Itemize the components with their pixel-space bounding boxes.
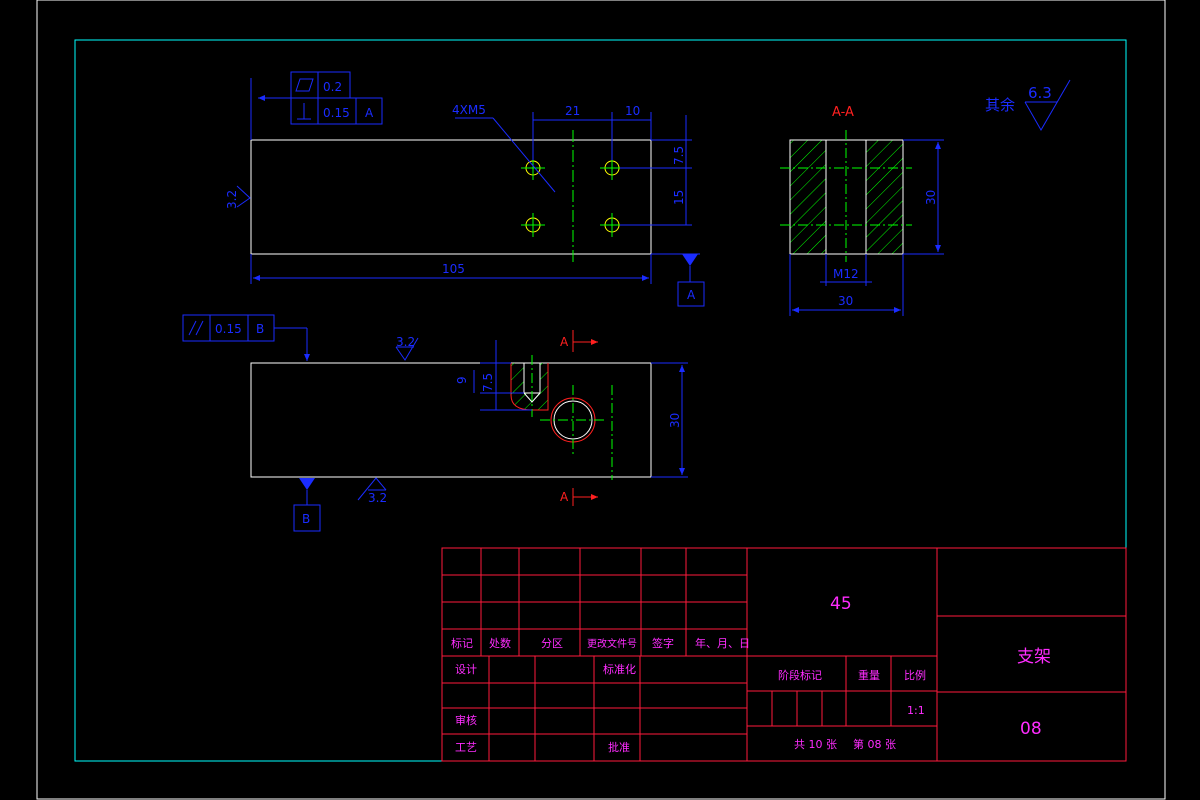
datum-a: A <box>687 288 696 302</box>
tol-parallel-value: 0.15 <box>215 322 242 336</box>
roughness-top: 3.2 <box>396 335 415 349</box>
roughness-left: 3.2 <box>225 190 239 209</box>
tb-approve: 批准 <box>608 740 630 754</box>
dim-7-5: 7.5 <box>672 146 686 165</box>
tb-standardization: 标准化 <box>603 662 636 676</box>
section-mark-bottom: A <box>560 490 569 504</box>
tb-design: 设计 <box>455 663 477 676</box>
tb-drawing-no: 08 <box>1020 719 1042 739</box>
top-view-outline <box>250 362 652 478</box>
dim-30-top-view: 30 <box>668 413 682 428</box>
tb-header-zone: 分区 <box>541 637 563 650</box>
dim-21: 21 <box>565 104 580 118</box>
front-view: 4XM5 21 10 7.5 15 105 3.2 0.2 <box>225 71 705 307</box>
dim-15: 15 <box>672 190 686 205</box>
tb-scale-value: 1:1 <box>907 704 925 717</box>
title-block-text: 标记 处数 分区 更改文件号 签字 年、月、日 设计 标准化 审核 工艺 批准 … <box>451 594 1051 754</box>
tol-flatness: 0.2 <box>323 80 342 94</box>
tb-scale: 比例 <box>904 668 926 682</box>
section-view: A-A 30 M12 30 <box>780 105 944 316</box>
dim-10: 10 <box>625 104 640 118</box>
title-block <box>441 547 1127 762</box>
rest-roughness: 其余 6.3 <box>985 79 1071 132</box>
tol-perp-value: 0.15 <box>323 106 350 120</box>
dim-7-5-top: 7.5 <box>481 373 495 392</box>
tol-perp-datum: A <box>365 106 374 120</box>
tb-review: 审核 <box>455 713 477 727</box>
tb-header-count: 处数 <box>489 637 511 650</box>
top-view: A A 0.15 B 3.2 3.2 7.5 9 30 <box>182 314 688 532</box>
tb-process: 工艺 <box>455 741 477 754</box>
datum-b: B <box>302 512 310 526</box>
tol-parallel-datum: B <box>256 322 264 336</box>
section-mark-top: A <box>560 335 569 349</box>
tb-material: 45 <box>830 594 852 614</box>
dim-9: 9 <box>455 376 469 384</box>
tb-weight: 重量 <box>858 668 880 682</box>
tb-header-doc: 更改文件号 <box>587 637 637 650</box>
hole-callout: 4XM5 <box>452 103 486 117</box>
outer-frame <box>36 0 1166 800</box>
tb-part-name: 支架 <box>1017 647 1051 667</box>
m5-hole-3 <box>521 213 545 237</box>
roughness-bottom: 3.2 <box>368 491 387 505</box>
dim-30-section-width: 30 <box>838 294 853 308</box>
m12-hole <box>540 385 606 455</box>
tb-stage-mark: 阶段标记 <box>778 668 822 682</box>
front-view-outline <box>250 139 652 255</box>
dim-m12: M12 <box>833 267 859 281</box>
dim-105: 105 <box>442 262 465 276</box>
tb-header-date: 年、月、日 <box>695 636 750 650</box>
tb-header-mark: 标记 <box>451 636 473 650</box>
tb-header-sign: 签字 <box>652 636 674 650</box>
tb-sheets-total: 共 10 张 <box>794 738 837 751</box>
m5-hole-4 <box>600 213 624 237</box>
rest-roughness-label: 其余 <box>985 96 1015 114</box>
tb-sheet-current: 第 08 张 <box>853 737 896 751</box>
section-title: A-A <box>832 105 854 120</box>
rest-roughness-value: 6.3 <box>1028 84 1052 102</box>
inner-frame <box>74 39 1127 762</box>
dim-30-section-height: 30 <box>924 190 938 205</box>
